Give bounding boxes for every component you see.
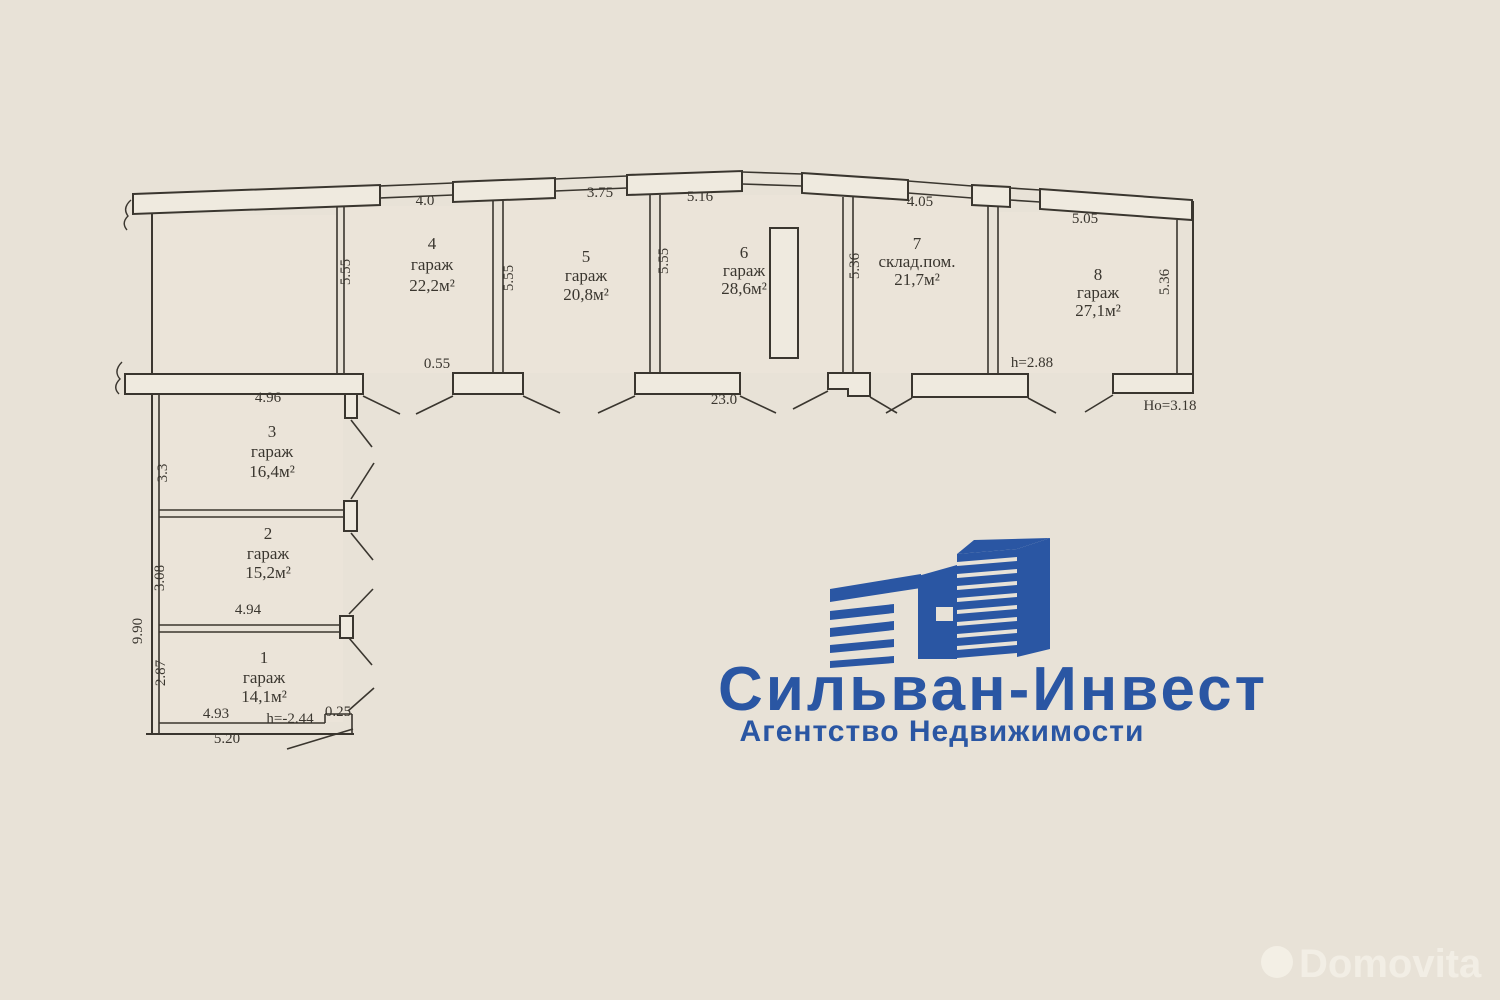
dim-bottom-outer: 5.20 [214,731,240,747]
dim-depth-room4: 5.55 [338,259,354,285]
room-3-label: гараж [251,442,294,461]
room-2-label: гараж [247,544,290,563]
room-labels: 4 гараж 22,2м² 5 гараж 20,8м² 6 гараж 28… [241,234,1121,706]
room-6-number: 6 [740,243,749,262]
room-4-label: гараж [411,255,454,274]
dim-height-ho318: Но=3.18 [1143,398,1196,414]
door-swings [286,390,1114,750]
interior-walls-top-wing [151,195,1194,393]
room-5 [504,200,649,373]
dim-top-room8: 5.05 [1072,211,1098,227]
dim-depth-room7: 5.36 [847,252,863,279]
room-6-label: гараж [723,261,766,280]
door-post [339,615,354,639]
room-1-number: 1 [260,648,269,667]
room-2-number: 2 [264,524,273,543]
room-6 [661,195,842,373]
dim-depth-room6: 5.55 [656,248,672,274]
logo-title: Сильван-Инвест [718,655,1268,724]
room-7-label: склад.пом. [878,252,955,271]
door-post [344,393,358,419]
dim-height-h288: h=2.88 [1011,355,1053,371]
dim-depth-room3: 3.3 [155,464,171,483]
room-6-area: 28,6м² [721,279,767,298]
room-8 [999,212,1176,373]
watermark: Domovita [1261,942,1482,986]
room-7 [854,198,987,373]
dim-top-room4: 4.0 [416,193,435,209]
room-unlabeled [160,215,336,373]
watermark-logo-icon [1261,946,1293,978]
dim-depth-room1: 2.87 [153,659,169,686]
dim-top-room3: 4.96 [255,390,282,406]
room-8-number: 8 [1094,265,1103,284]
room-5-area: 20,8м² [563,285,609,304]
dim-step: 0.25 [325,704,351,720]
room-8-label: гараж [1077,283,1120,302]
dim-width-room2: 4.94 [235,602,262,618]
top-wall [123,169,1193,231]
room-1 [160,633,343,722]
room-5-label: гараж [565,266,608,285]
dim-left-total: 9.90 [130,618,146,644]
logo-subtitle: Агентство Недвижимости [740,715,1145,748]
left-wing-walls [146,394,358,735]
room-3-area: 16,4м² [249,462,295,481]
room-7-number: 7 [913,234,922,253]
watermark-text: Domovita [1299,942,1482,986]
dim-top-room5: 3.75 [587,185,613,201]
room-1-label: гараж [243,668,286,687]
room-7-area: 21,7м² [894,270,940,289]
dimension-labels: 4.0 3.75 5.16 4.05 5.05 5.55 5.55 5.55 5… [130,185,1197,747]
wall-break-mark [123,199,132,231]
room-8-area: 27,1м² [1075,301,1121,320]
room-4 [345,206,492,373]
room-5-number: 5 [582,247,591,266]
room-areas [160,195,1176,722]
dim-width-room1: 4.93 [203,706,229,722]
room-2-area: 15,2м² [245,563,291,582]
wall-break-mark [115,361,123,395]
room-3-number: 3 [268,422,277,441]
room-3 [160,396,343,509]
dim-pillar-width: 0.55 [424,356,450,372]
dim-depth-room8: 5.36 [1157,268,1173,295]
dim-depth-room5: 5.55 [501,265,517,291]
dim-top-room7: 4.05 [907,194,933,210]
logo-building-icon [830,538,1050,668]
column-room-6 [769,227,799,359]
dim-height-hm244: h=-2.44 [266,711,314,727]
room-2 [160,518,343,624]
room-4-number: 4 [428,234,437,253]
dim-depth-room2: 3.08 [152,565,168,591]
dim-top-room6: 5.16 [687,189,714,205]
room-4-area: 22,2м² [409,276,455,295]
agency-logo: Сильван-Инвест Агентство Недвижимости [718,538,1268,748]
room-1-area: 14,1м² [241,687,287,706]
door-post [343,500,358,532]
bottom-pillars [115,361,1194,419]
dim-bottom-total: 23.0 [711,392,737,408]
